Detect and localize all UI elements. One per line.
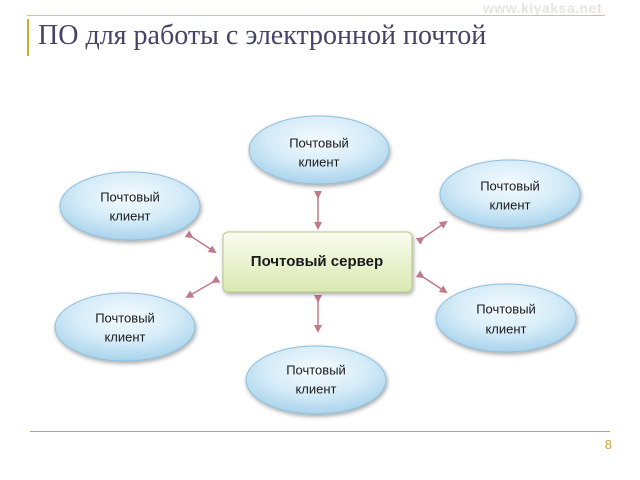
mail-client-label-line1: Почтовый	[286, 362, 346, 377]
title-accent-bar	[27, 19, 29, 56]
arrow-top-right	[415, 220, 448, 245]
footer-rule	[30, 431, 610, 432]
mail-client-label-line2: клиент	[489, 197, 530, 212]
mail-client-node: Почтовый клиент	[59, 171, 201, 241]
mail-client-label-line1: Почтовый	[476, 301, 536, 316]
page-title: ПО для работы с электронной почтой	[38, 20, 487, 51]
mail-client-label-line1: Почтовый	[100, 189, 160, 204]
arrow-bottom-left	[185, 275, 221, 298]
title-rule	[27, 15, 605, 16]
connector-arrows	[184, 191, 448, 333]
mail-client-node: Почтовый клиент	[435, 283, 577, 353]
mail-server-node: Почтовый сервер	[222, 231, 413, 293]
mail-client-node: Почтовый клиент	[439, 159, 581, 229]
arrow-bottom-right	[415, 270, 448, 294]
mail-client-node: Почтовый клиент	[54, 292, 196, 362]
page-number: 8	[604, 437, 612, 452]
mail-client-label-line2: клиент	[109, 208, 150, 223]
mail-client-label-line2: клиент	[298, 154, 339, 169]
mail-client-label-line1: Почтовый	[480, 178, 540, 193]
watermark: www.kiyaksa.net	[482, 0, 602, 16]
mail-client-node: Почтовый клиент	[245, 345, 387, 415]
arrow-top-left	[184, 230, 217, 254]
mail-client-label-line2: клиент	[104, 329, 145, 344]
mail-client-label-line2: клиент	[485, 321, 526, 336]
mail-client-node: Почтовый клиент	[248, 115, 390, 185]
mail-server-label: Почтовый сервер	[251, 253, 383, 270]
mail-client-label-line1: Почтовый	[95, 310, 155, 325]
mail-client-label-line1: Почтовый	[289, 135, 349, 150]
mail-client-label-line2: клиент	[295, 381, 336, 396]
